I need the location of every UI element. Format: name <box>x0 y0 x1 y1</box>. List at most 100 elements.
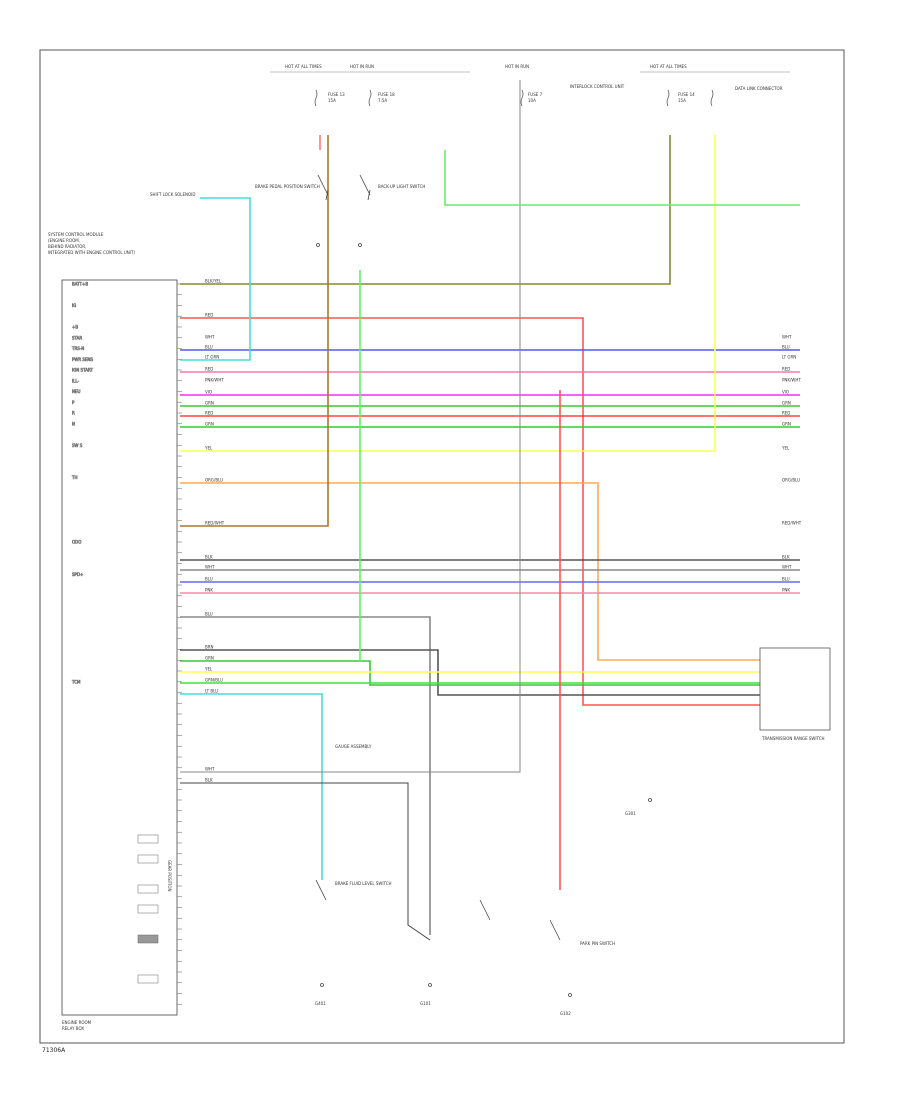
wire-color-label-right: YEL <box>781 446 790 451</box>
wire-gry-2 <box>180 616 431 935</box>
wire-color-label-right: WHT <box>782 335 792 340</box>
label-shift-lock: SHIFT LOCK SOLENOID <box>150 192 195 197</box>
pin-label: SPD+ <box>72 572 83 577</box>
wire-blk-yel <box>180 135 671 285</box>
wire-color-label-right: GRN <box>782 422 791 427</box>
wire-color-label: BLK/YEL <box>205 279 222 284</box>
pin-label: P <box>72 400 75 405</box>
ecm-bottom-2: RELAY BOX <box>62 1026 84 1031</box>
wire-color-label-right: BLU <box>782 577 790 582</box>
svg-text:HOT IN RUN: HOT IN RUN <box>505 64 529 69</box>
wire-color-label-right: BLK <box>782 555 790 560</box>
wire-color-label: ORG/BLU <box>205 478 223 483</box>
svg-text:15A: 15A <box>328 98 336 103</box>
wire-color-label: GRN <box>205 422 214 427</box>
wire-color-label-right: VIO <box>782 390 789 395</box>
label-dlc: DATA LINK CONNECTOR <box>735 86 783 91</box>
pin-label: IG <box>72 303 76 308</box>
label-interlock: INTERLOCK CONTROL UNIT <box>570 84 625 89</box>
wire-color-label: RED/WHT <box>205 521 225 526</box>
svg-text:FUSE 13: FUSE 13 <box>328 92 345 97</box>
pin-label: PWR SENS <box>72 357 93 362</box>
wire-color-label: GRN <box>205 656 214 661</box>
wire-color-label: BLK <box>205 555 213 560</box>
wire-color-label-right: WHT <box>782 565 792 570</box>
wire-color-label: RED <box>205 313 213 318</box>
wire-color-label: PNK/WHT <box>205 378 224 383</box>
wire-yel-1 <box>180 135 716 452</box>
wire-color-label: BLU <box>205 612 213 617</box>
wire-color-label: BLK <box>205 778 213 783</box>
wire-lt-blu-1 <box>180 197 251 361</box>
wire-color-label: WHT <box>205 335 215 340</box>
svg-text:7.5A: 7.5A <box>378 98 387 103</box>
wire-color-label-right: ORG/BLU <box>782 478 800 483</box>
label-brake-fluid: BRAKE FLUID LEVEL SWITCH <box>335 881 392 886</box>
pin-label: NEU <box>72 389 81 394</box>
right-module <box>759 647 831 731</box>
ecm-bottom-1: ENGINE ROOM <box>62 1020 92 1025</box>
label-backup-switch: BACK-UP LIGHT SWITCH <box>378 184 425 189</box>
wire-color-label: VIO <box>205 390 212 395</box>
pin-label: TH <box>71 475 77 480</box>
wire-color-label: BLU <box>205 345 213 350</box>
wire-gry-3 <box>180 80 521 773</box>
pin-label: BATT+B <box>72 282 88 287</box>
wire-color-label: YEL <box>204 667 213 672</box>
svg-text:FUSE 7: FUSE 7 <box>528 92 543 97</box>
wire-color-label: GRN/BLU <box>205 678 223 683</box>
wire-color-label-right: RED/WHT <box>782 521 802 526</box>
wire-color-label-right: BLU <box>782 345 790 350</box>
label-gauge: GAUGE ASSEMBLY <box>335 744 372 749</box>
footer-code: 71306A <box>42 1047 66 1054</box>
wire-grn-5 <box>444 150 800 206</box>
wire-brn-1 <box>180 135 329 527</box>
pin-label: ILL- <box>72 378 80 383</box>
wire-color-label: WHT <box>205 565 215 570</box>
wire-red-1 <box>180 317 760 706</box>
wire-color-label-right: GRN <box>782 401 791 406</box>
ecm-title-1: SYSTEM CONTROL MODULE <box>48 232 104 237</box>
svg-text:HOT AT ALL TIMES: HOT AT ALL TIMES <box>285 64 322 69</box>
pin-label: IGN START <box>72 368 93 373</box>
label-g101: G101 <box>420 1001 431 1006</box>
label-g102: G102 <box>560 1011 571 1016</box>
svg-text:HOT AT ALL TIMES: HOT AT ALL TIMES <box>650 64 687 69</box>
wire-color-label: RED <box>205 411 213 416</box>
pin-label: STAR <box>72 335 82 340</box>
wire-blk-3 <box>180 782 431 941</box>
pin-label: ODO <box>72 540 81 545</box>
ecm-title-2: (ENGINE ROOM, <box>48 238 80 243</box>
component-labels: BRAKE PEDAL POSITION SWITCH BACK-UP LIGH… <box>150 84 825 1016</box>
gear-chart-title: GEAR POSITION <box>167 860 172 891</box>
label-trs: TRANSMISSION RANGE SWITCH <box>761 736 825 741</box>
wire-color-label: BLU <box>205 577 213 582</box>
wire-grn-3 <box>180 660 760 686</box>
wire-color-label: WHT <box>205 767 215 772</box>
wire-color-label: GRN <box>205 401 214 406</box>
svg-text:FUSE 14: FUSE 14 <box>678 92 695 97</box>
wire-lt-blu-2 <box>180 693 323 880</box>
label-g401: G401 <box>315 1001 326 1006</box>
wire-org-1 <box>180 482 760 661</box>
wire-harness <box>180 80 800 941</box>
wire-color-label: LT BLU <box>205 689 218 694</box>
diagram-frame <box>39 49 845 1044</box>
control-module: SYSTEM CONTROL MODULE (ENGINE ROOM, BEHI… <box>48 232 178 1031</box>
wire-color-label-right: PNK/WHT <box>782 378 801 383</box>
label-g301: G301 <box>625 811 636 816</box>
pin-label: TCM <box>71 679 81 684</box>
pin-label: TRS-N <box>71 346 84 351</box>
svg-text:HOT IN RUN: HOT IN RUN <box>350 64 374 69</box>
wire-color-label: LT GRN <box>205 355 219 360</box>
svg-text:15A: 15A <box>678 98 686 103</box>
wire-color-label: YEL <box>204 446 213 451</box>
ecm-title-4: INTEGRATED WITH ENGINE CONTROL UNIT) <box>48 250 135 255</box>
